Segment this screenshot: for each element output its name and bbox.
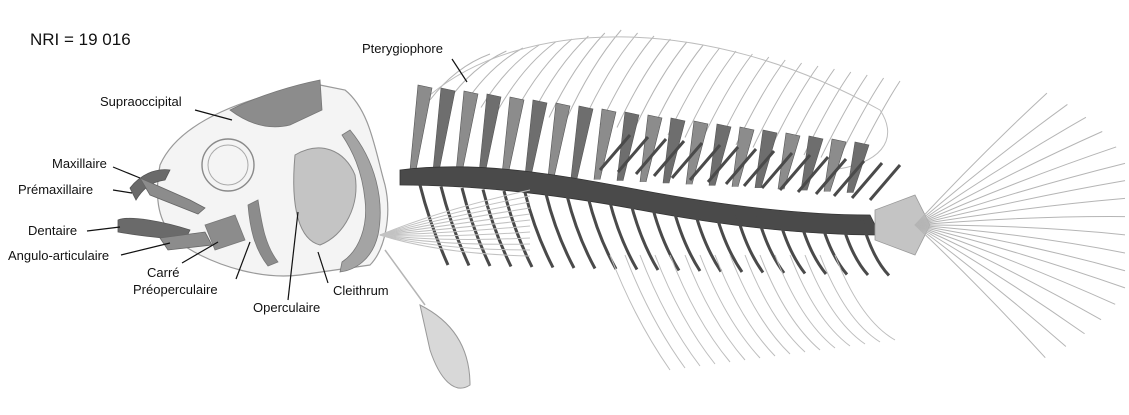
label-premaxillaire: Prémaxillaire <box>18 182 93 197</box>
label-operculaire: Operculaire <box>253 300 320 315</box>
caudal-fin <box>875 93 1125 358</box>
label-carre: Carré <box>147 265 180 280</box>
nri-value: NRI = 19 016 <box>30 30 131 50</box>
label-cleithrum: Cleithrum <box>333 283 389 298</box>
pelvic-fin <box>385 250 470 388</box>
label-dentaire: Dentaire <box>28 223 77 238</box>
label-maxillaire: Maxillaire <box>52 156 107 171</box>
anal-fin <box>610 255 895 370</box>
label-preoperculaire: Préoperculaire <box>133 282 218 297</box>
label-pterygiophore: Pterygiophore <box>362 41 443 56</box>
label-supraoccipital: Supraoccipital <box>100 94 182 109</box>
label-angulo-articulaire: Angulo-articulaire <box>8 248 109 263</box>
dorsal-fin-rays <box>430 30 900 163</box>
skull <box>118 80 388 276</box>
